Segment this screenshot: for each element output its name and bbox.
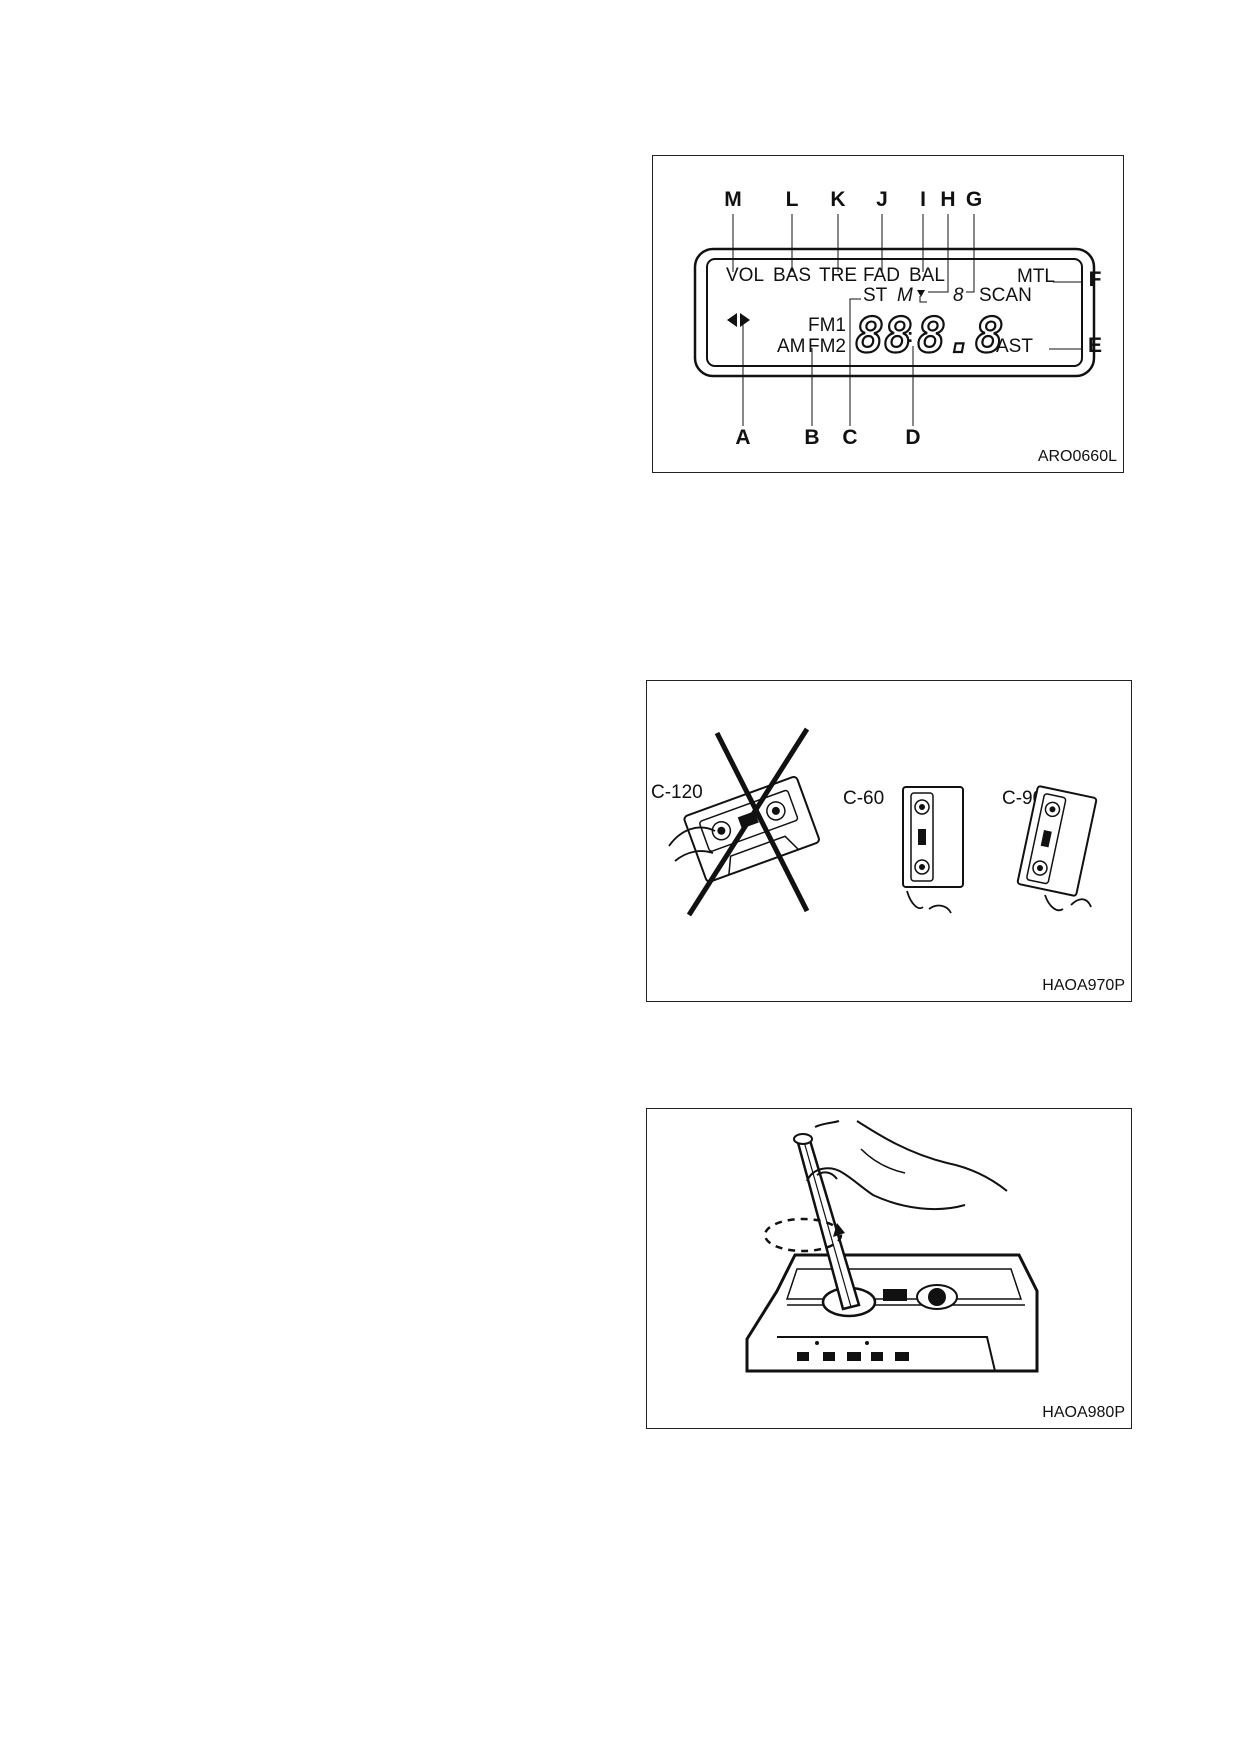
hand-illustration [806,1120,1008,1211]
seg-fad: FAD [863,265,900,286]
seg-m: M [897,285,913,306]
display-outer-frame [693,247,1096,378]
c60-cassette-illustration [902,786,964,914]
clock-right-digits: 8.8 [917,308,1004,364]
callout-b: B [804,426,819,449]
rotation-arrow-icon [763,1217,845,1253]
tape-direction-icon [917,290,927,303]
c120-cassette-illustration [668,776,820,883]
callout-a: A [735,426,750,449]
callout-g: G [966,188,982,211]
seg-fm2: FM2 [808,336,846,357]
callout-d: D [905,426,920,449]
callout-i: I [920,188,926,211]
cassette-types-figure: C-120 C-60 C-90 [646,680,1132,1002]
seg-track-digit: 8 [953,285,964,306]
seg-vol: VOL [726,265,764,286]
label-c90: C-90 [1002,788,1043,809]
figure-id: HAOA980P [1042,1404,1125,1421]
pencil-tape-tension-figure: HAOA980P [646,1108,1132,1429]
callout-l: L [786,188,799,211]
callout-c: C [842,426,857,449]
seg-fm1: FM1 [808,315,846,336]
seg-mtl: MTL [1017,266,1055,287]
callout-e: E [1088,334,1102,357]
cross-out-mark [686,727,810,917]
leader-lines [732,214,1083,426]
seg-ast: AST [996,336,1033,357]
callout-k: K [830,188,845,211]
callout-f: F [1089,268,1102,291]
label-c120: C-120 [651,782,703,803]
pencil-tape-diagram [745,1120,1039,1373]
seg-bal: BAL [909,265,945,286]
clock-left-digits: 88 [855,308,913,364]
figure-id: ARO0660L [1037,448,1117,465]
seek-arrows-icon [727,313,750,327]
label-c60: C-60 [843,788,884,809]
clock-colon: : [907,326,913,347]
seg-scan: SCAN [979,285,1032,306]
seg-st: ST [863,285,888,306]
callout-m: M [724,188,742,211]
seg-tre: TRE [819,265,857,286]
radio-display-diagram: M L K J I H G F E A B C D [693,188,1102,449]
radio-display-figure: M L K J I H G F E A B C D [652,155,1124,473]
seg-bas: BAS [773,265,811,286]
figure-id: HAOA970P [1042,977,1125,994]
callout-j: J [876,188,888,211]
callout-h: H [940,188,955,211]
display-inner-frame [706,258,1083,367]
seg-am: AM [777,336,806,357]
cassette-types-diagram: C-120 C-60 C-90 [651,727,1098,917]
c90-cassette-illustration [1016,785,1098,912]
cassette-illustration [745,1253,1039,1373]
